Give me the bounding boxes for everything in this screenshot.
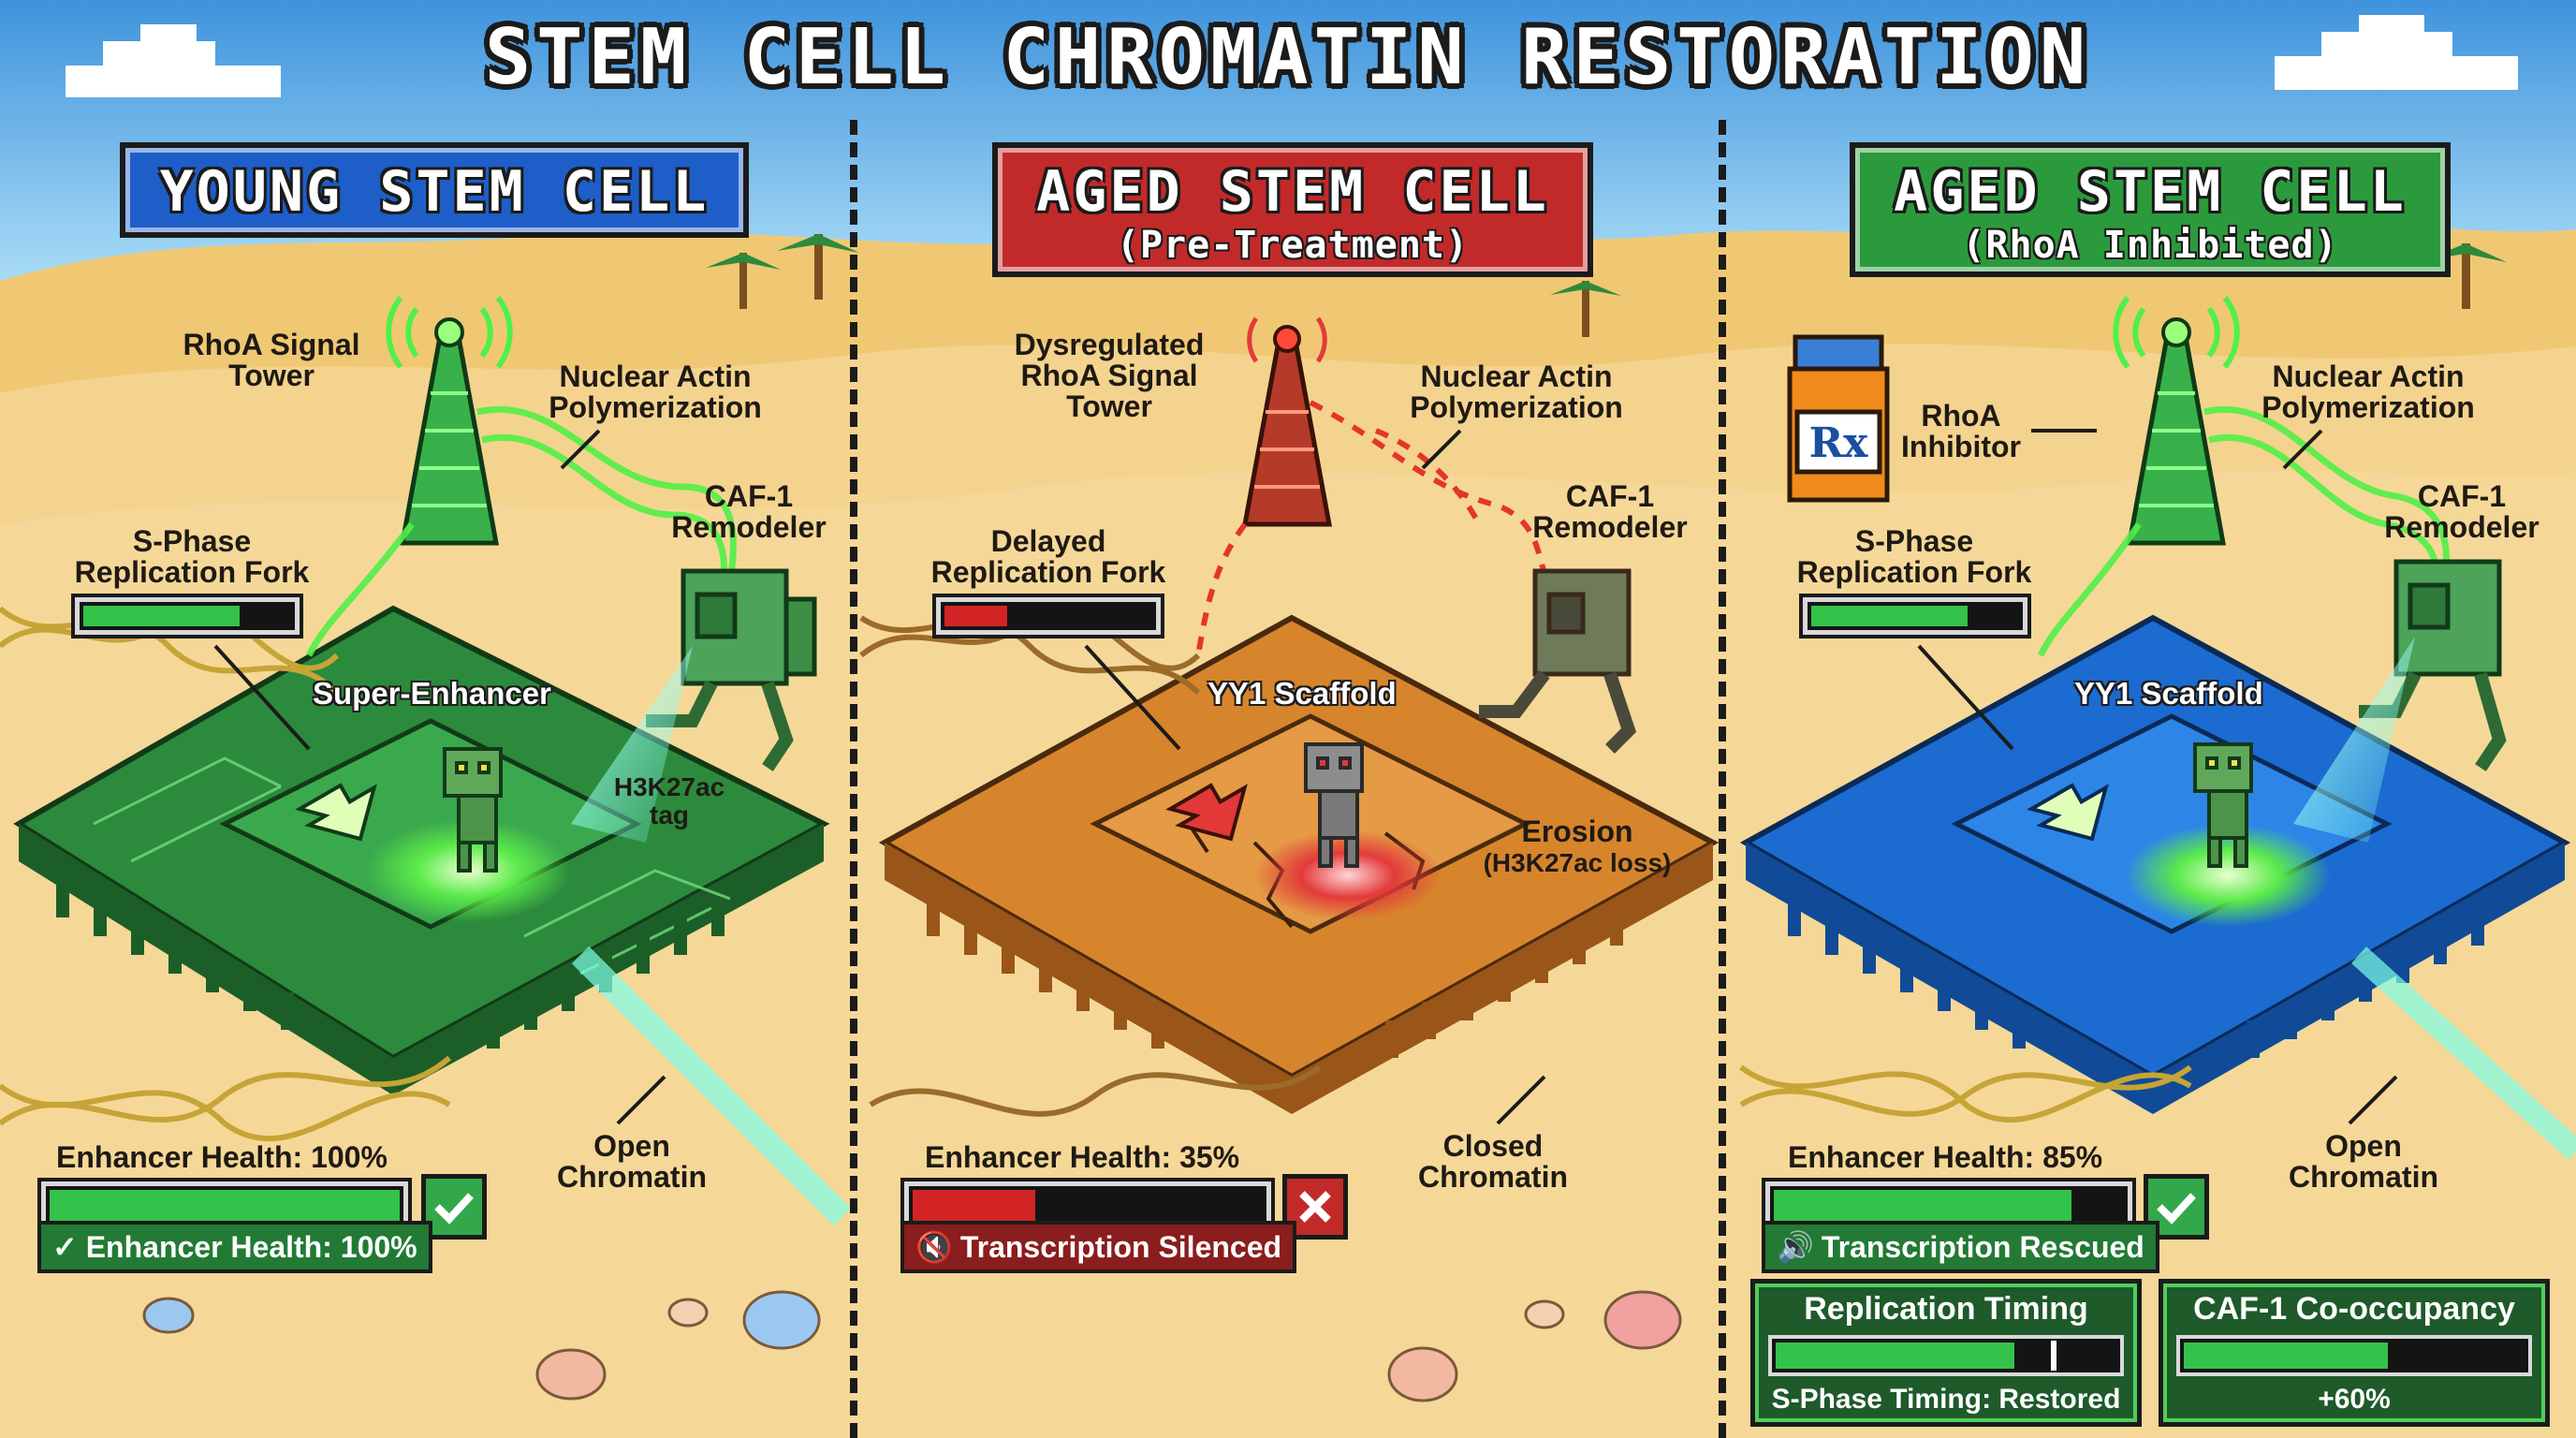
inhibitor-label: RhoA Inhibitor bbox=[1901, 399, 2021, 463]
fork-progress-fill bbox=[1811, 606, 1968, 626]
health-label: Enhancer Health: 100% bbox=[56, 1140, 388, 1174]
remodeler-label: CAF-1 Remodeler bbox=[671, 479, 827, 544]
timing-title: Replication Timing bbox=[1804, 1291, 2088, 1327]
panel1-scene bbox=[0, 296, 852, 1226]
caf1-cooccupancy-panel: CAF-1 Co-occupancy +60% bbox=[2159, 1279, 2550, 1427]
chip-label: YY1 Scaffold bbox=[1208, 676, 1397, 711]
erosion-subtitle: (H3K27ac loss) bbox=[1483, 848, 1672, 877]
health-bar-fill bbox=[913, 1190, 1035, 1224]
leader-lines bbox=[213, 429, 2398, 1125]
status-text: Transcription Silenced bbox=[959, 1230, 1282, 1264]
fork-progress-bar bbox=[1799, 594, 2031, 638]
speaker-muted-icon: 🔇 bbox=[915, 1230, 953, 1264]
health-bar-fill bbox=[1774, 1190, 2071, 1224]
check-icon bbox=[421, 1174, 487, 1240]
robot bbox=[2193, 742, 2253, 868]
robot bbox=[1304, 742, 1364, 868]
panel-banner: YOUNG STEM CELL bbox=[120, 142, 749, 238]
actin-label: Nuclear Actin Polymerization bbox=[2261, 360, 2475, 424]
signal-tower bbox=[386, 296, 513, 546]
chromatin-label: Open Chromatin bbox=[557, 1129, 707, 1194]
speaker-icon: 🔊 bbox=[1777, 1230, 1814, 1264]
check-icon bbox=[2144, 1174, 2209, 1240]
replication-timing-panel: Replication Timing S-Phase Timing: Resto… bbox=[1750, 1279, 2142, 1427]
fork-label: Delayed Replication Fork bbox=[930, 524, 1166, 589]
status-pill: 🔇Transcription Silenced bbox=[900, 1221, 1297, 1273]
timing-bar-fill bbox=[1776, 1343, 2014, 1369]
palm-trees bbox=[706, 234, 2507, 337]
panel-divider bbox=[850, 120, 857, 1438]
erosion-title: Erosion bbox=[1521, 814, 1633, 848]
remodeler-label: CAF-1 Remodeler bbox=[1532, 479, 1688, 544]
signal-tower bbox=[1241, 316, 1333, 527]
erosion-label: Erosion (H3K27ac loss) bbox=[1460, 816, 1694, 878]
caf1-remodeler bbox=[1479, 568, 1637, 754]
svg-text:Rx: Rx bbox=[1809, 419, 1869, 467]
actin-waves bbox=[305, 405, 737, 657]
banner-subtitle: (RhoA Inhibited) bbox=[1962, 224, 2338, 267]
timing-footer: S-Phase Timing: Restored bbox=[1771, 1384, 2121, 1415]
chip-label: Super-Enhancer bbox=[313, 676, 551, 711]
fork-progress-fill bbox=[83, 606, 240, 626]
caf-bar bbox=[2176, 1335, 2532, 1376]
panel-banner: AGED STEM CELL (RhoA Inhibited) bbox=[1850, 142, 2451, 277]
health-label: Enhancer Health: 85% bbox=[1788, 1140, 2103, 1174]
panel2-scene bbox=[859, 316, 1720, 1117]
dna-helix bbox=[1739, 1064, 2192, 1123]
seashells bbox=[142, 1290, 1682, 1402]
panel3-scene: Rx bbox=[1739, 296, 2576, 1160]
panel-divider bbox=[1719, 120, 1726, 1438]
status-pill: 🔊Transcription Rescued bbox=[1762, 1221, 2159, 1273]
caf-title: CAF-1 Co-occupancy bbox=[2193, 1291, 2515, 1327]
tower-label: Dysregulated RhoA Signal Tower bbox=[1014, 328, 1205, 423]
banner-subtitle: (Pre-Treatment) bbox=[1116, 224, 1470, 267]
banner-title: YOUNG STEM CELL bbox=[159, 159, 710, 225]
status-pill: ✓ Enhancer Health: 100% bbox=[37, 1221, 432, 1273]
chromatin-label: Open Chromatin bbox=[2289, 1129, 2438, 1194]
timing-marker bbox=[2050, 1341, 2056, 1371]
fork-progress-bar bbox=[71, 594, 303, 638]
tower-label: RhoA Signal Tower bbox=[183, 328, 360, 392]
page-title: STEM CELL CHROMATIN RESTORATION bbox=[484, 13, 2092, 102]
rhoa-inhibitor-bottle: Rx bbox=[1787, 334, 1890, 503]
actin-label: Nuclear Actin Polymerization bbox=[1410, 360, 1623, 424]
signal-tower bbox=[2113, 296, 2240, 546]
mark-label: H3K27ac tag bbox=[613, 772, 725, 829]
banner-title: AGED STEM CELL bbox=[1894, 159, 2407, 225]
banner-title: AGED STEM CELL bbox=[1036, 159, 1549, 225]
panel-banner: AGED STEM CELL (Pre-Treatment) bbox=[992, 142, 1593, 277]
disrupted-signal bbox=[1195, 400, 1557, 656]
remodeler-beam bbox=[571, 646, 693, 843]
caf1-remodeler bbox=[2359, 559, 2507, 771]
chip-label: YY1 Scaffold bbox=[2074, 676, 2263, 711]
fork-label: S-Phase Replication Fork bbox=[1796, 524, 2032, 589]
fork-progress-bar bbox=[932, 594, 1164, 638]
chromatin-label: Closed Chromatin bbox=[1418, 1129, 1568, 1194]
actin-label: Nuclear Actin Polymerization bbox=[549, 360, 762, 424]
status-text: Transcription Rescued bbox=[1821, 1230, 2144, 1264]
health-label: Enhancer Health: 35% bbox=[925, 1140, 1240, 1174]
caf-bar-fill bbox=[2184, 1343, 2389, 1369]
caf-footer: +60% bbox=[2318, 1384, 2391, 1415]
fork-label: S-Phase Replication Fork bbox=[74, 524, 310, 589]
health-bar-fill bbox=[50, 1190, 400, 1224]
cloud-right bbox=[2275, 15, 2518, 90]
fork-progress-fill bbox=[944, 606, 1007, 626]
robot bbox=[443, 747, 503, 873]
remodeler-label: CAF-1 Remodeler bbox=[2384, 479, 2539, 544]
timing-bar bbox=[1768, 1335, 2124, 1376]
cloud-left bbox=[66, 24, 281, 97]
